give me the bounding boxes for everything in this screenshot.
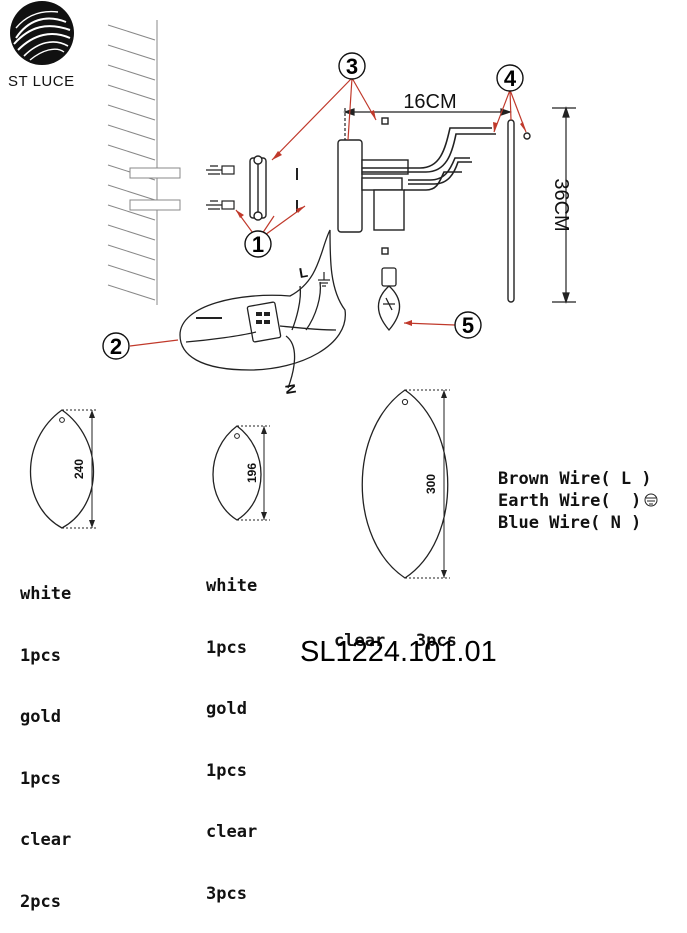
width-label: 16CM [403, 91, 456, 113]
leaf-196-size: 196 [245, 463, 259, 483]
svg-text:2: 2 [110, 334, 122, 359]
earth-symbol-icon [318, 272, 330, 287]
leaf-300 [361, 389, 450, 579]
blue-wire-label: Blue Wire( N ) [498, 513, 642, 533]
leaf-196-spec: white 1pcs gold 1pcs clear 3pcs [206, 535, 257, 925]
screws [206, 165, 235, 210]
leaf-240-spec-line: white [20, 584, 72, 604]
leaf-196-spec-line: 1pcs [206, 760, 247, 781]
leaf-196 [212, 425, 270, 521]
leaf-196-spec-line: clear [206, 822, 258, 842]
leaf-196-spec-line: 3pcs [206, 883, 247, 904]
leaf-300-spec: clear 3pcs [334, 590, 457, 672]
leaf-240-spec-line: 1pcs [20, 768, 61, 789]
brand-name: ST LUCE [8, 73, 75, 90]
leaf-240-size: 240 [72, 459, 86, 479]
fixture-arms [362, 127, 496, 191]
neutral-wire-label: N [282, 383, 300, 396]
svg-text:4: 4 [504, 66, 517, 91]
leaf-240-spec-line: 1pcs [20, 645, 61, 666]
svg-text:3: 3 [346, 54, 358, 79]
installation-diagram: 16CM 36CM 1 2 [10, 1, 658, 579]
callout-leaders [129, 77, 527, 347]
wiring-detail-bubble [179, 229, 346, 389]
leaf-196-spec-line: white [206, 576, 258, 596]
leaf-240 [30, 409, 98, 529]
callout-1: 1 [244, 230, 272, 258]
wall-plate [337, 117, 409, 255]
callout-5: 5 [454, 311, 482, 339]
callout-3: 3 [338, 52, 366, 80]
wall-hatching [107, 20, 181, 305]
leaf-300-size: 300 [424, 474, 438, 494]
leaf-240-spec-line: gold [20, 707, 61, 727]
earth-wire-label: Earth Wire( ) [498, 491, 642, 511]
leaf-240-spec: white 1pcs gold 1pcs clear 2pcs [20, 543, 71, 933]
mounting-bracket [249, 155, 298, 221]
callout-2: 2 [102, 332, 130, 360]
arm-rod [507, 119, 531, 303]
leaf-300-spec-line: clear 3pcs [334, 631, 457, 651]
leaf-240-spec-line: 2pcs [20, 891, 61, 912]
callout-4: 4 [496, 64, 524, 92]
leaf-196-spec-line: gold [206, 699, 247, 719]
leader-arrowheads [236, 110, 526, 326]
leaf-240-spec-line: clear [20, 830, 72, 850]
leaf-196-spec-line: 1pcs [206, 637, 247, 658]
height-label: 36CM [550, 178, 572, 231]
bulb-icon [377, 267, 401, 332]
model-number: SL1224.101.01 [300, 636, 497, 668]
earth-circle-icon [644, 493, 658, 507]
brown-wire-label: Brown Wire( L ) [498, 469, 652, 489]
height-dimension [552, 106, 576, 304]
st-luce-logo [10, 1, 74, 65]
svg-text:5: 5 [462, 313, 474, 338]
live-wire-label: L [298, 264, 310, 281]
svg-text:1: 1 [252, 232, 264, 257]
